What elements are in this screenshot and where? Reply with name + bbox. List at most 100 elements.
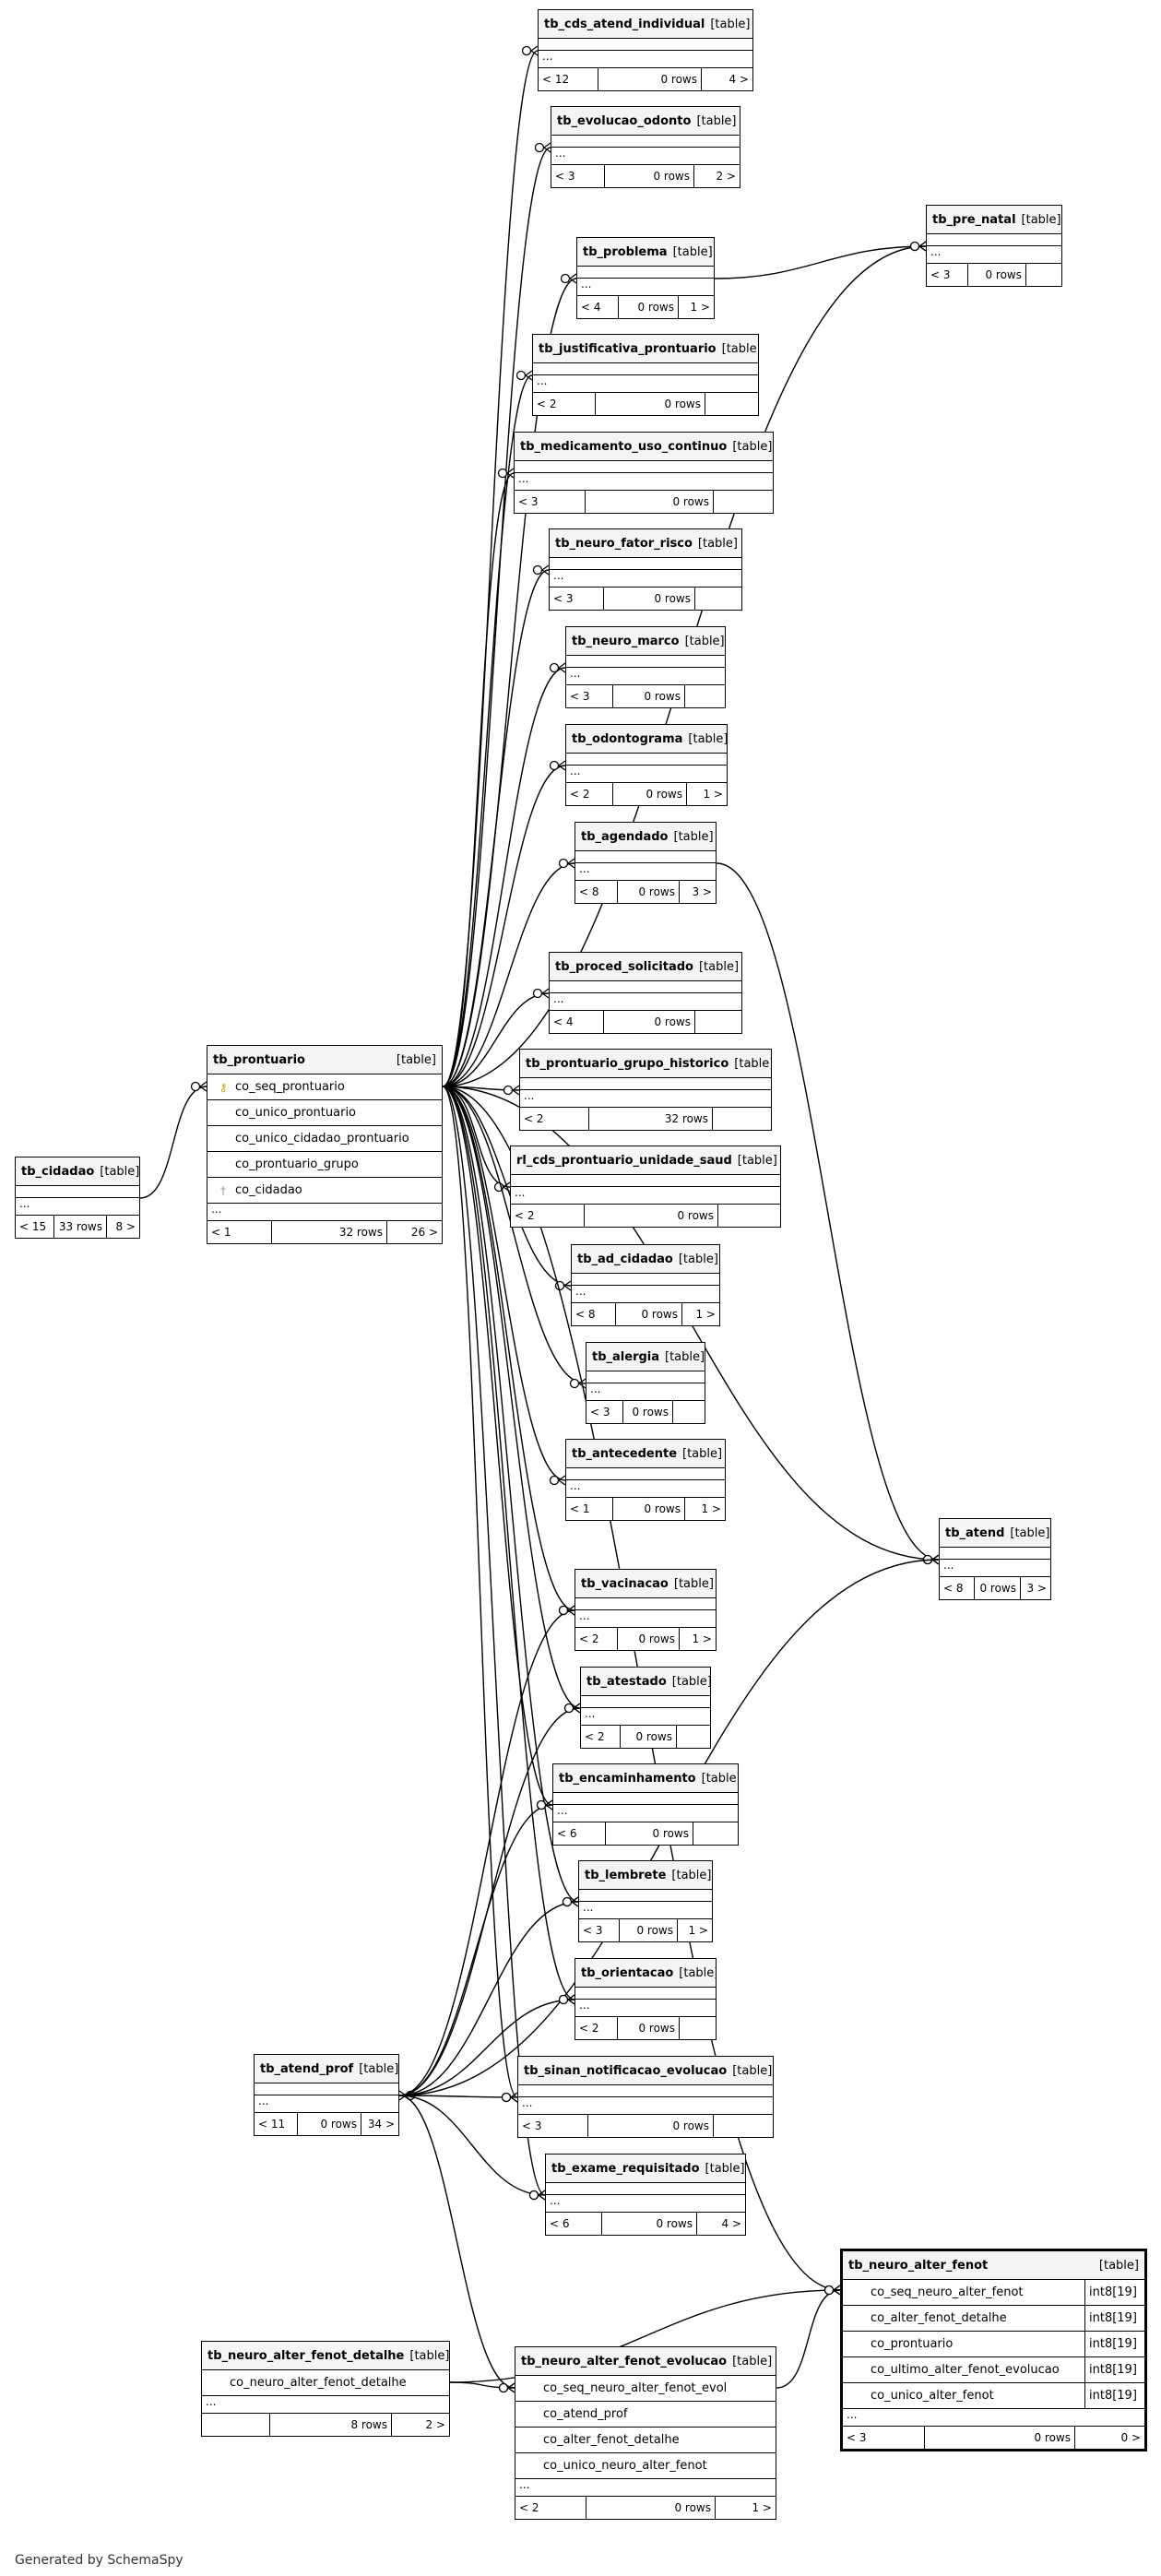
table-tb-justificativa-prontuario[interactable]: tb_justificativa_prontuario[table]...< 2… <box>532 334 759 416</box>
column-row[interactable]: co_alter_fenot_detalhe <box>515 2428 776 2453</box>
table-name[interactable]: tb_cds_atend_individual <box>544 17 705 31</box>
parent-count[interactable]: < 3 <box>843 2427 925 2449</box>
parent-count[interactable]: < 1 <box>207 1221 272 1243</box>
child-count[interactable]: 3 > <box>692 885 712 898</box>
parent-count[interactable]: < 3 <box>515 491 586 513</box>
table-header[interactable]: rl_cds_prontuario_unidade_saud[table] <box>511 1146 780 1175</box>
parent-count[interactable]: < 2 <box>533 393 596 415</box>
table-name[interactable]: tb_neuro_alter_fenot_detalhe <box>207 2348 405 2363</box>
child-count[interactable] <box>673 1401 705 1423</box>
parent-count[interactable]: < 2 <box>575 2017 618 2039</box>
table-header[interactable]: tb_exame_requisitado[table] <box>546 2155 745 2183</box>
table-rl-cds-prontuario-unidade-saud[interactable]: rl_cds_prontuario_unidade_saud[table]...… <box>510 1146 781 1228</box>
table-header[interactable]: tb_ad_cidadao[table] <box>572 1245 719 1274</box>
table-header[interactable]: tb_odontograma[table] <box>566 725 727 754</box>
child-count[interactable]: 1 > <box>752 2501 772 2514</box>
table-header[interactable]: tb_medicamento_uso_continuo[table] <box>515 433 773 461</box>
table-tb-prontuario-grupo-historico[interactable]: tb_prontuario_grupo_historico[table]...<… <box>519 1049 772 1131</box>
column-row[interactable]: co_seq_neuro_alter_fenot_evol <box>515 2376 776 2402</box>
parent-count[interactable]: < 3 <box>551 165 605 187</box>
child-count[interactable]: 34 > <box>367 2118 395 2131</box>
parent-count[interactable]: < 2 <box>581 1726 621 1748</box>
child-count[interactable]: 1 > <box>690 301 710 314</box>
parent-count[interactable]: < 2 <box>575 1628 618 1650</box>
parent-count[interactable]: < 1 <box>566 1498 613 1520</box>
child-count[interactable] <box>677 1726 710 1748</box>
table-tb-medicamento-uso-continuo[interactable]: tb_medicamento_uso_continuo[table]...< 3… <box>514 432 774 514</box>
table-name[interactable]: tb_lembrete <box>585 1868 667 1882</box>
column-row[interactable]: ⚷co_seq_prontuario <box>207 1074 442 1100</box>
parent-count[interactable]: < 3 <box>566 685 613 707</box>
parent-count[interactable]: < 8 <box>572 1303 616 1325</box>
child-count[interactable] <box>695 1011 741 1033</box>
table-name[interactable]: tb_encaminhamento <box>559 1771 696 1786</box>
child-count[interactable]: 26 > <box>410 1226 438 1239</box>
child-count[interactable] <box>695 588 741 610</box>
table-name[interactable]: tb_atestado <box>586 1674 667 1689</box>
table-name[interactable]: tb_proced_solicitado <box>555 959 693 974</box>
table-name[interactable]: tb_sinan_notificacao_evolucao <box>524 2063 728 2078</box>
child-count[interactable]: 4 > <box>721 2217 741 2230</box>
parent-count[interactable]: < 6 <box>546 2213 602 2235</box>
table-header[interactable]: tb_neuro_alter_fenot[table] <box>843 2251 1144 2280</box>
child-count[interactable]: 1 > <box>688 1924 708 1937</box>
table-header[interactable]: tb_orientacao[table] <box>575 1959 716 1988</box>
child-count[interactable] <box>713 1108 771 1130</box>
table-header[interactable]: tb_proced_solicitado[table] <box>550 953 741 981</box>
column-row[interactable]: co_unico_prontuario <box>207 1100 442 1126</box>
table-header[interactable]: tb_lembrete[table] <box>579 1861 712 1890</box>
child-count[interactable] <box>693 1822 738 1845</box>
table-header[interactable]: tb_cds_atend_individual[table] <box>539 10 752 39</box>
column-row[interactable]: co_unico_neuro_alter_fenot <box>515 2453 776 2479</box>
table-header[interactable]: tb_neuro_marco[table] <box>566 627 725 656</box>
table-header[interactable]: tb_antecedente[table] <box>566 1440 725 1468</box>
table-tb-neuro-alter-fenot[interactable]: tb_neuro_alter_fenot[table]co_seq_neuro_… <box>840 2249 1147 2451</box>
table-tb-neuro-alter-fenot-evolucao[interactable]: tb_neuro_alter_fenot_evolucao[table]co_s… <box>515 2346 776 2520</box>
parent-count[interactable]: < 6 <box>553 1822 606 1845</box>
table-name[interactable]: tb_atend <box>945 1525 1005 1540</box>
table-header[interactable]: tb_alergia[table] <box>586 1343 705 1371</box>
table-name[interactable]: tb_cidadao <box>21 1164 95 1179</box>
table-header[interactable]: tb_agendado[table] <box>575 823 716 851</box>
parent-count[interactable]: < 2 <box>520 1108 589 1130</box>
parent-count[interactable]: < 3 <box>579 1919 620 1941</box>
table-name[interactable]: tb_atend_prof <box>260 2061 354 2076</box>
child-count[interactable] <box>680 2017 716 2039</box>
table-name[interactable]: tb_justificativa_prontuario <box>539 341 717 356</box>
child-count[interactable]: 4 > <box>729 73 749 86</box>
table-header[interactable]: tb_problema[table] <box>577 238 714 267</box>
child-count[interactable] <box>714 2115 773 2137</box>
child-count[interactable]: 0 > <box>1120 2431 1141 2444</box>
child-count[interactable] <box>685 685 725 707</box>
table-name[interactable]: rl_cds_prontuario_unidade_saud <box>516 1153 732 1168</box>
table-name[interactable]: tb_prontuario <box>213 1052 305 1067</box>
child-count[interactable]: 1 > <box>692 1632 712 1645</box>
table-name[interactable]: tb_prontuario_grupo_historico <box>526 1056 729 1071</box>
column-row[interactable]: co_atend_prof <box>515 2402 776 2428</box>
table-header[interactable]: tb_sinan_notificacao_evolucao[table] <box>518 2057 773 2085</box>
column-row[interactable]: co_prontuario_grupo <box>207 1152 442 1178</box>
column-row[interactable]: co_neuro_alter_fenot_detalhe <box>202 2370 449 2396</box>
child-count[interactable]: 1 > <box>701 1502 721 1515</box>
parent-count[interactable]: < 3 <box>550 588 604 610</box>
column-row[interactable]: co_unico_cidadao_prontuario <box>207 1126 442 1152</box>
child-count[interactable]: 1 > <box>703 788 723 801</box>
table-name[interactable]: tb_medicamento_uso_continuo <box>520 439 728 454</box>
parent-count[interactable]: < 4 <box>577 296 619 318</box>
